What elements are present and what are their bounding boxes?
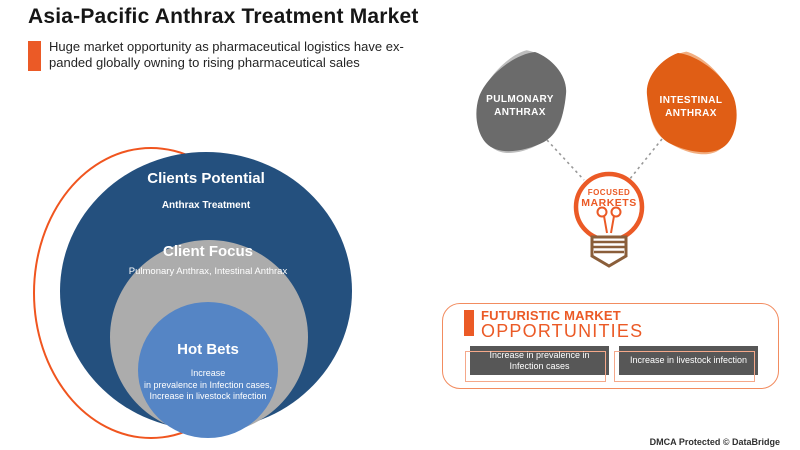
bulb-text-line1: FOCUSED xyxy=(588,188,631,197)
opportunities-bullet-bar xyxy=(464,310,474,336)
bulb-base-stripes xyxy=(592,240,626,254)
focused-markets-diagram: FOCUSED MARKETS xyxy=(476,50,737,268)
subtitle-text: Huge market opportunity as pharmaceutica… xyxy=(49,39,404,70)
circle-hot-bets xyxy=(138,302,278,438)
client-focus-sub: Pulmonary Anthrax, Intestinal Anthrax xyxy=(128,266,288,277)
clients-potential-sub: Anthrax Treatment xyxy=(161,200,251,211)
bulb-text-line2: MARKETS xyxy=(581,197,636,209)
client-focus-label: Client Focus xyxy=(162,243,253,260)
bulb-filament-curl-right xyxy=(610,206,622,218)
opportunity-item-2: Increase in livestock infection xyxy=(614,346,758,382)
subtitle-bullet-bar xyxy=(28,41,41,71)
clients-potential-label: Clients Potential xyxy=(147,170,265,187)
connector-left-dotted-line xyxy=(546,139,585,181)
pulmonary-anthrax-label: PULMONARY ANTHRAX xyxy=(486,94,554,118)
intestinal-blob xyxy=(646,53,737,153)
intestinal-anthrax-label: INTESTINAL ANTHRAX xyxy=(659,95,723,119)
hot-bets-label: Hot Bets xyxy=(177,341,239,358)
bulb-filament-stems xyxy=(603,215,615,234)
page-title: Asia-Pacific Anthrax Treatment Market xyxy=(28,5,419,28)
opportunities-boxes: Increase in prevalence in Infection case… xyxy=(465,346,758,382)
hot-bets-sub: Increase in prevalence in Infection case… xyxy=(143,368,273,401)
pulmonary-blob xyxy=(476,52,567,152)
opportunities-heading-line2: OPPORTUNITIES xyxy=(481,321,644,341)
bulb-filament-curl-left xyxy=(596,206,608,218)
connector-right-dotted-line xyxy=(628,138,663,181)
opportunity-item-1: Increase in prevalence in Infection case… xyxy=(465,346,609,382)
opportunities-heading-line1: FUTURISTIC MARKET xyxy=(481,308,621,323)
dmca-footer-text: DMCA Protected © DataBridge xyxy=(649,437,780,447)
opportunities-panel: FUTURISTIC MARKET OPPORTUNITIES Increase… xyxy=(442,303,779,389)
